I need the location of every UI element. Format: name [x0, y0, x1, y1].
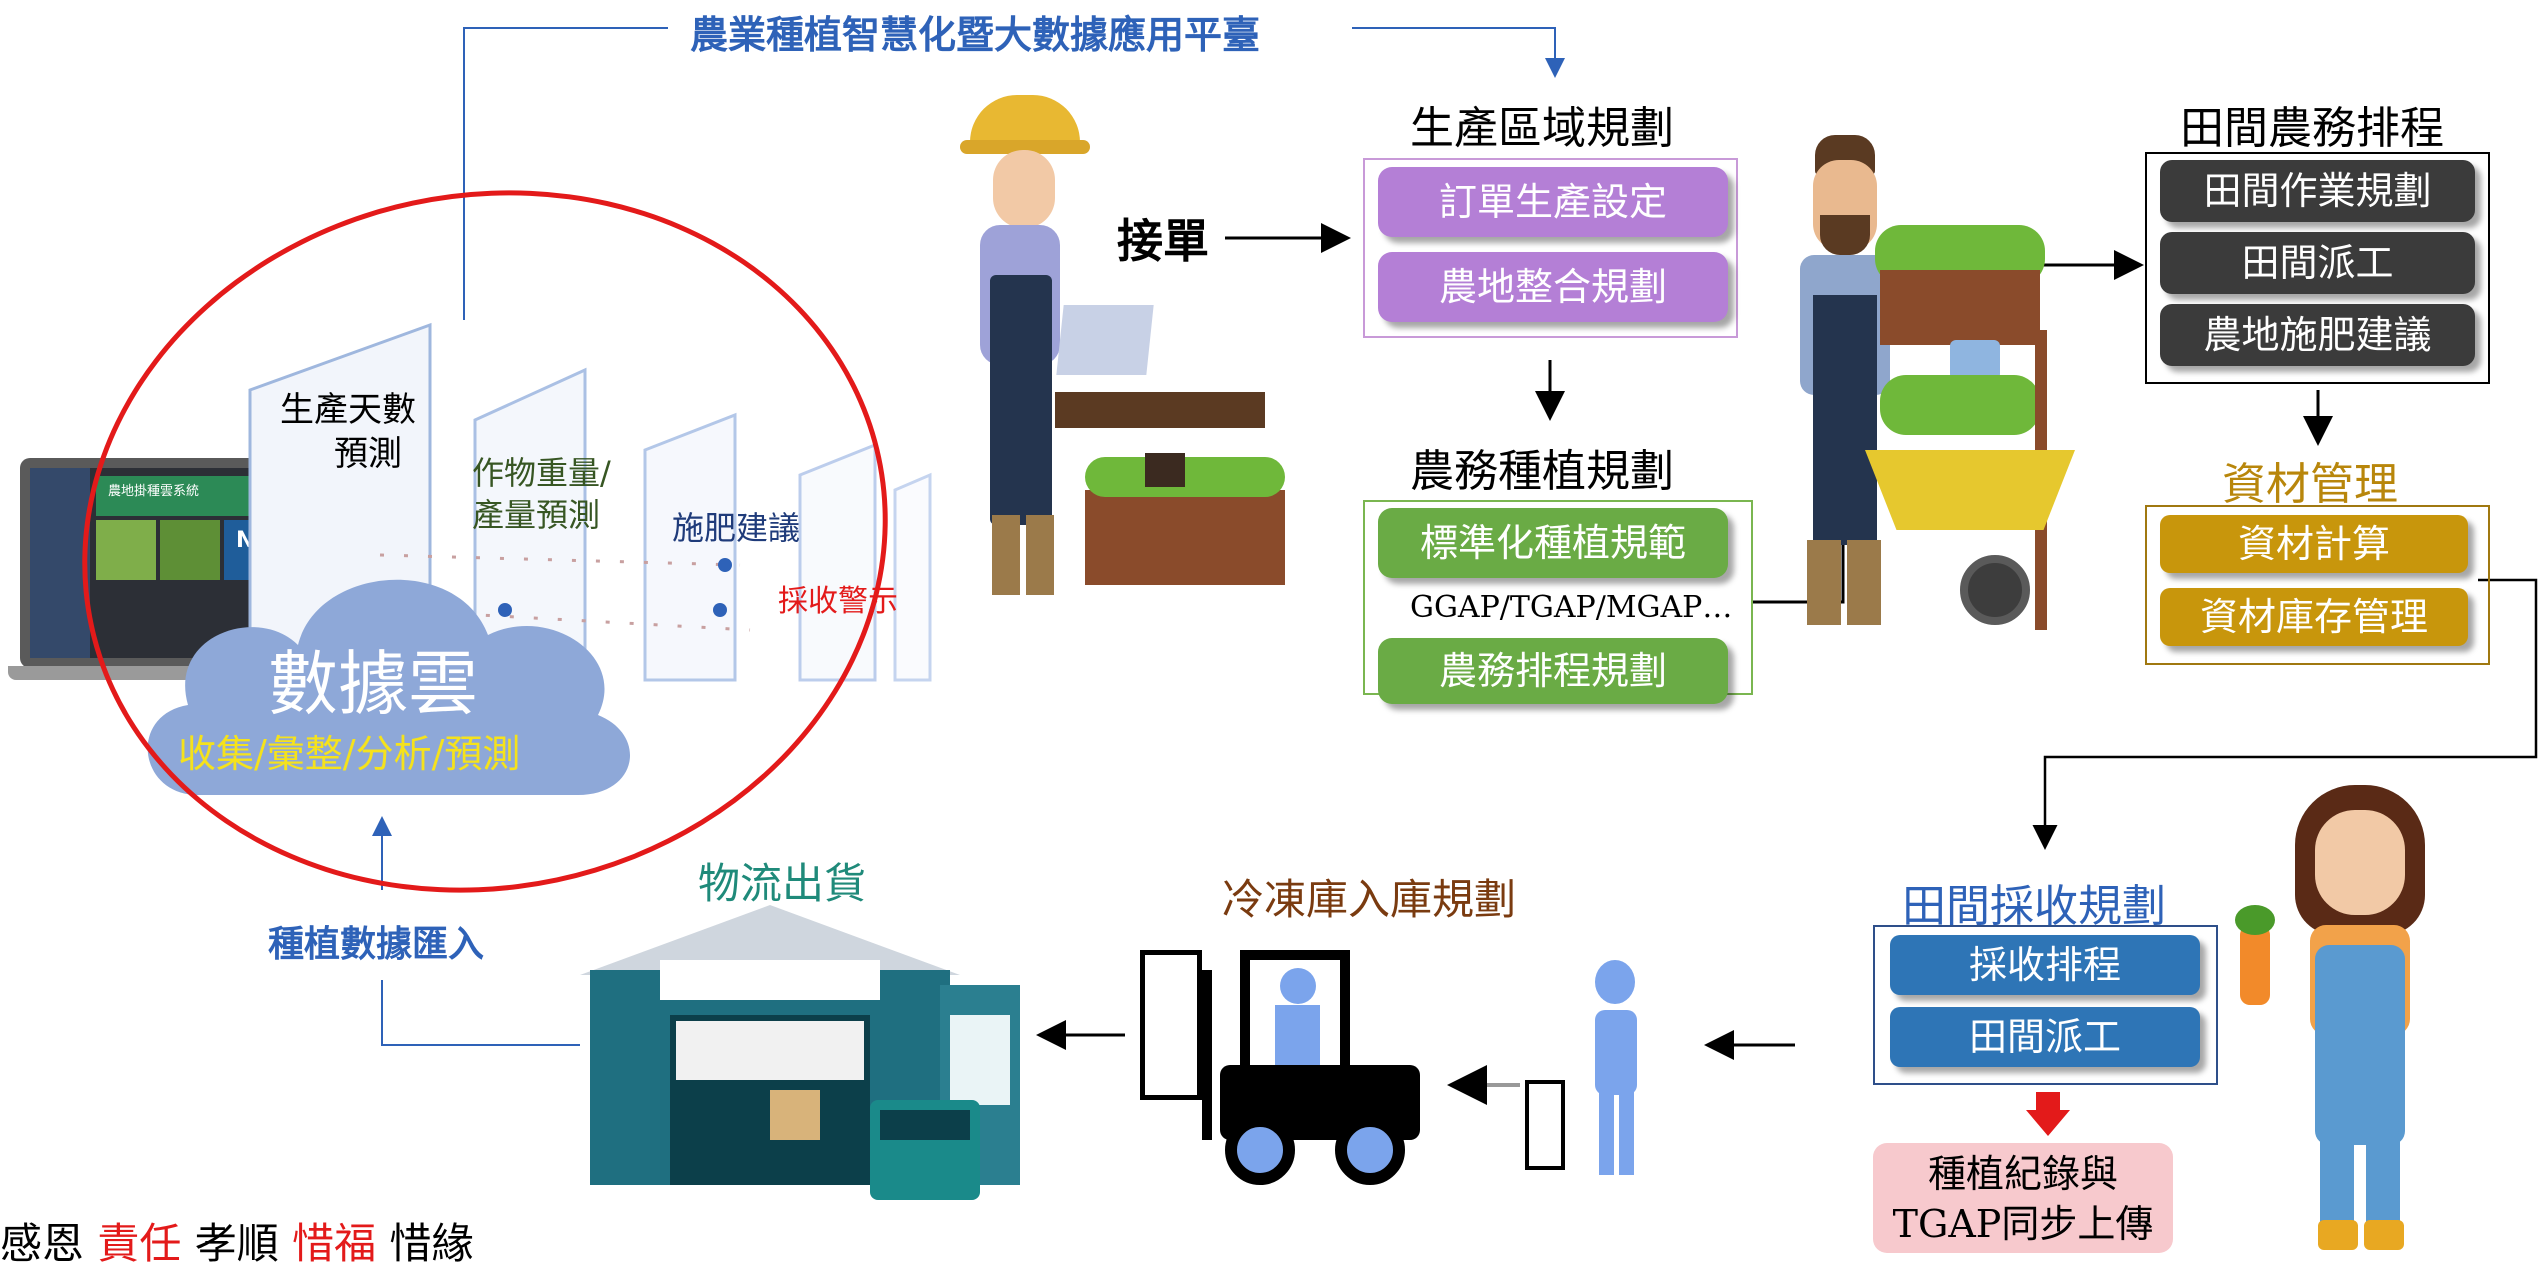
girl-farmer-illustration [2235, 775, 2480, 1253]
accept-order-label: 接單 [1117, 214, 1209, 268]
harvest-planning-title: 田間採收規劃 [1902, 881, 2166, 932]
logistics-title: 物流出貨 [698, 859, 867, 908]
laptop-screen-header: 農地掛種雲系統 [108, 484, 200, 499]
platform-title: 農業種植智慧化暨大數據應用平臺 [690, 13, 1261, 57]
materials-box [2145, 505, 2490, 665]
field-schedule-title: 田間農務排程 [2180, 103, 2444, 154]
prediction-fertilizer-label: 施肥建議 [672, 509, 801, 547]
farming-planning-title: 農務種植規劃 [1410, 446, 1674, 497]
footer-virtue-cherish-fate: 惜緣 [389, 1219, 474, 1268]
footer-virtue-filial: 孝順 [194, 1219, 279, 1268]
farmland-integration-planning: 農地整合規劃 [1378, 252, 1728, 322]
record-upload-box: 種植紀錄與 TGAP同步上傳 [1873, 1143, 2173, 1253]
production-planning-title: 生產區域規劃 [1410, 103, 1674, 154]
material-calculation: 資材計算 [2160, 515, 2468, 573]
footer-virtue-cherish-blessing: 惜福 [292, 1219, 377, 1268]
production-planning-box [1363, 158, 1738, 338]
prediction-days-line1: 生產天數 [280, 390, 416, 430]
red-down-arrow-icon [2026, 1092, 2070, 1136]
warehouse-illustration [580, 905, 1030, 1205]
farmer-wheelbarrow-illustration [1785, 130, 2085, 675]
cold-storage-title: 冷凍庫入庫規劃 [1222, 875, 1517, 924]
footer-virtue-responsibility: 責任 [97, 1219, 182, 1268]
harvest-alert-label: 採收警示 [778, 584, 898, 619]
gap-standards-label: GGAP/TGAP/MGAP… [1410, 590, 1733, 625]
record-upload-line2: TGAP同步上傳 [1892, 1202, 2154, 1246]
harvest-planning-box [1873, 925, 2218, 1085]
prediction-days-line2: 預測 [334, 434, 402, 474]
order-production-setting: 訂單生產設定 [1378, 167, 1728, 237]
prediction-weight-line2: 產量預測 [472, 496, 601, 534]
farmland-fertilizer-advice: 農地施肥建議 [2160, 304, 2475, 366]
harvest-field-dispatch: 田間派工 [1890, 1007, 2200, 1067]
material-inventory-management: 資材庫存管理 [2160, 588, 2468, 646]
cloud-title: 數據雲 [268, 643, 478, 725]
data-import-label: 種植數據匯入 [268, 924, 485, 965]
footer-virtue-gratitude: 感恩 [0, 1219, 85, 1268]
field-work-planning: 田間作業規劃 [2160, 160, 2475, 222]
farmer-laptop-illustration [960, 85, 1330, 670]
harvest-scheduling: 採收排程 [1890, 935, 2200, 995]
farming-schedule-planning: 農務排程規劃 [1378, 638, 1728, 704]
footer-virtues: 感恩 責任 孝順 惜福 惜緣 [0, 1210, 474, 1271]
prediction-weight-line1: 作物重量/ [472, 454, 611, 492]
forklift-illustration [1140, 950, 1440, 1200]
record-upload-line1: 種植紀錄與 [1927, 1152, 2118, 1196]
field-dispatch: 田間派工 [2160, 232, 2475, 294]
prediction-weight-label: 作物重量/ 產量預測 [472, 452, 611, 536]
worker-scanner-illustration [1525, 955, 1645, 1175]
field-schedule-box [2145, 152, 2490, 384]
prediction-days-label: 生產天數 預測 [280, 388, 416, 476]
standardized-planting-spec: 標準化種植規範 [1378, 508, 1728, 578]
materials-title: 資材管理 [2222, 459, 2398, 510]
cloud-subtitle: 收集/彙整/分析/預測 [178, 732, 521, 776]
data-cloud-shape [147, 579, 631, 795]
